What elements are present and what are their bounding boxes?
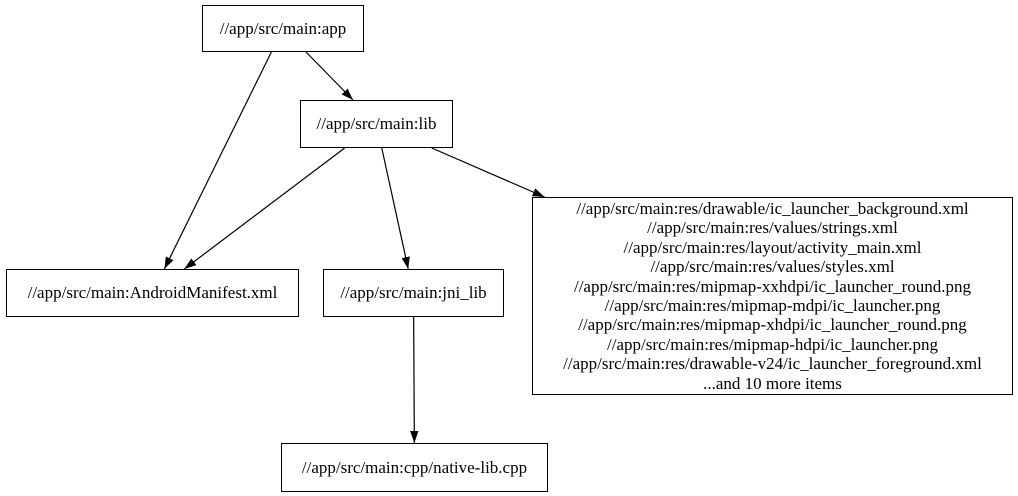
graph-node-lib-label: //app/src/main:lib (316, 114, 437, 134)
graph-node-app: //app/src/main:app (202, 5, 364, 52)
graph-edge-lib-to-jni_lib (381, 147, 410, 270)
graph-node-lib: //app/src/main:lib (300, 100, 453, 148)
graph-node-android-manifest: //app/src/main:AndroidManifest.xml (6, 269, 299, 317)
graph-node-res-files: //app/src/main:res/drawable/ic_launcher_… (532, 197, 1013, 395)
graph-node-jni-lib: //app/src/main:jni_lib (323, 269, 504, 317)
graph-node-res-files-label: //app/src/main:res/drawable/ic_launcher_… (563, 198, 982, 393)
graph-edge-lib-to-res (431, 147, 545, 198)
graph-node-native-lib-cpp-label: //app/src/main:cpp/native-lib.cpp (301, 457, 528, 477)
graph-node-android-manifest-label: //app/src/main:AndroidManifest.xml (27, 283, 278, 303)
graph-edge-app-to-manifest (163, 51, 272, 270)
graph-node-app-label: //app/src/main:app (219, 18, 347, 38)
graph-edge-app-to-lib (305, 51, 354, 101)
graph-node-native-lib-cpp: //app/src/main:cpp/native-lib.cpp (281, 443, 548, 492)
graph-edge-jni_lib-to-cpp (410, 316, 419, 444)
graph-edge-lib-to-manifest (183, 147, 346, 270)
graph-node-jni-lib-label: //app/src/main:jni_lib (340, 283, 487, 303)
